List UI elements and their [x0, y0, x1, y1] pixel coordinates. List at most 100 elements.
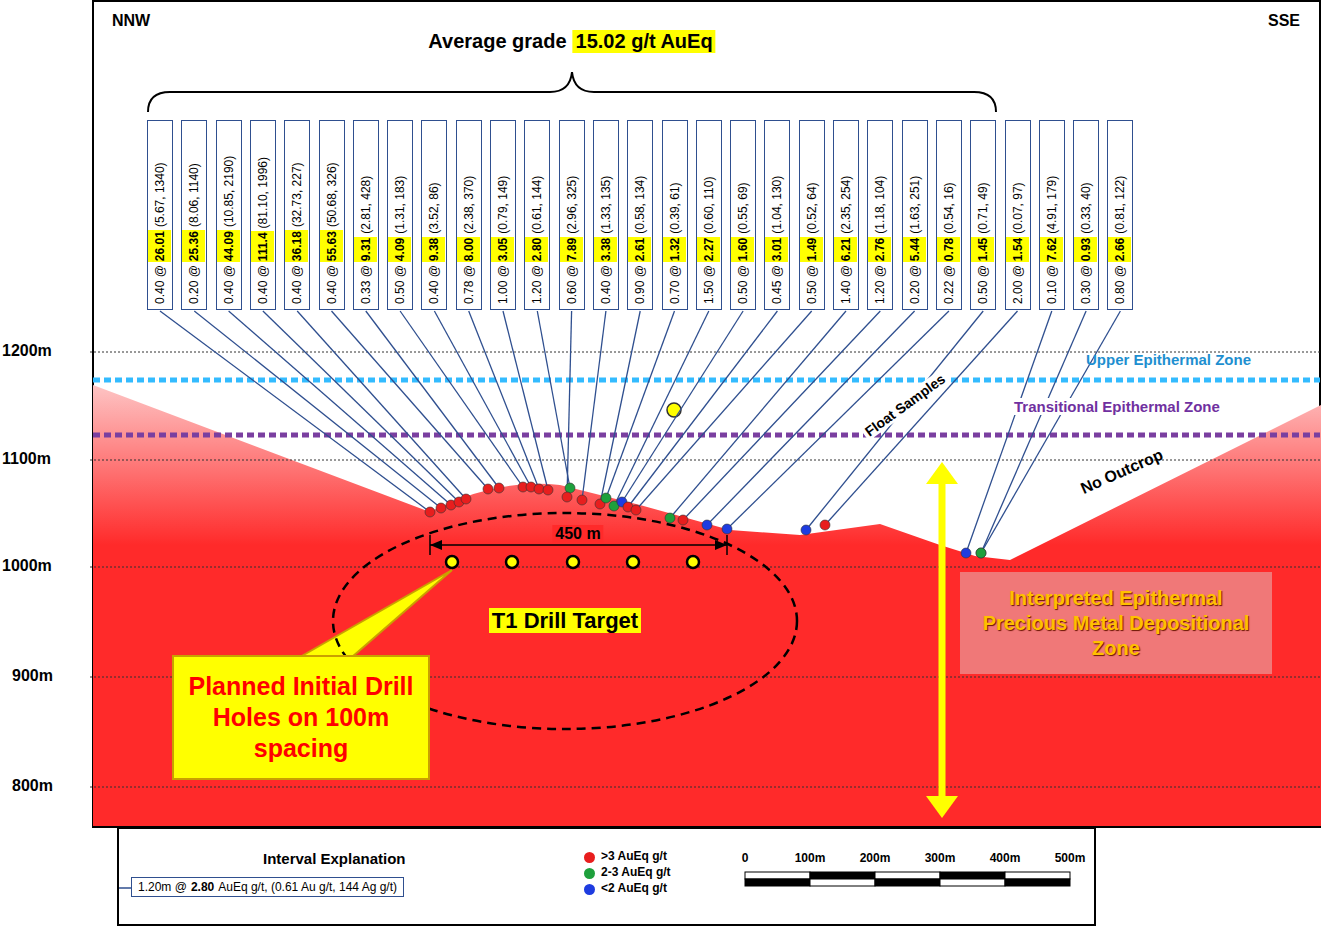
grade-text: 0.40 @ — [427, 265, 441, 304]
leader-line — [263, 311, 459, 502]
legend-swatch — [584, 852, 595, 863]
grade-text: (1.18, 104) — [873, 176, 887, 234]
callout-box: Planned Initial Drill Holes on 100m spac… — [172, 655, 430, 780]
label: 400m — [990, 852, 1021, 866]
grade-text: (32.73, 227) — [290, 162, 304, 227]
legend-row: 2-3 AuEq g/t — [584, 865, 671, 881]
grade-box: 0.50 @1.45(0.71, 49) — [970, 120, 996, 310]
grade-text-row: 0.40 @111.4(81.10, 1996) — [251, 121, 274, 308]
grade-value: 2.66 — [1108, 237, 1131, 262]
legend-text: <2 AuEq g/t — [601, 882, 667, 896]
grade-value: 2.76 — [868, 237, 891, 262]
label: SSE — [1268, 12, 1300, 30]
node-text-part: Interpreted Epithermal Precious Metal De… — [983, 587, 1250, 659]
grade-text: 0.40 @ — [290, 265, 304, 304]
sample-dot — [494, 483, 504, 493]
leader-line — [825, 311, 1018, 525]
grade-text: (0.81, 122) — [1113, 176, 1127, 234]
float-sample-dot — [667, 403, 681, 417]
legend: >3 AuEq g/t2-3 AuEq g/t<2 AuEq g/t — [584, 849, 671, 897]
sample-dot — [702, 520, 712, 530]
grade-text: (2.96, 325) — [564, 176, 578, 234]
grade-text-row: 0.33 @9.31(2.81, 428) — [354, 121, 377, 308]
sample-dot — [543, 485, 553, 495]
grade-value: 3.01 — [765, 237, 788, 262]
sample-dot — [678, 515, 688, 525]
grade-box: 1.00 @3.05(0.79, 149) — [490, 120, 516, 310]
grade-text: 0.40 @ — [598, 265, 612, 304]
grade-box: 0.70 @1.32(0.39, 61) — [662, 120, 688, 310]
label: 800m — [12, 777, 53, 795]
grade-text: 0.78 @ — [461, 265, 475, 304]
grade-value: 1.45 — [971, 237, 994, 262]
grade-text: (0.39, 61) — [667, 182, 681, 233]
grade-box: 0.40 @36.18(32.73, 227) — [284, 120, 310, 310]
grade-box: 2.00 @1.54(0.07, 97) — [1005, 120, 1031, 310]
label: 1100m — [2, 450, 51, 468]
grade-box: 1.20 @2.80(0.61, 144) — [524, 120, 550, 310]
grade-text: 0.30 @ — [1079, 265, 1093, 304]
grade-text-row: 0.40 @36.18(32.73, 227) — [285, 121, 308, 308]
title-row: Average grade15.02 g/t AuEq — [428, 30, 715, 53]
elevation-lines — [90, 352, 1320, 787]
sample-dot — [565, 483, 575, 493]
label: Float Samples — [859, 369, 950, 441]
label: 900m — [12, 667, 53, 685]
sample-dot — [665, 513, 675, 523]
leader-line — [582, 311, 606, 500]
grade-value: 0.78 — [937, 237, 960, 262]
grade-value: 6.21 — [834, 237, 857, 262]
grade-text: 0.50 @ — [736, 265, 750, 304]
grade-text-row: 0.50 @4.09(1.31, 183) — [388, 121, 411, 308]
grade-text-row: 0.70 @1.32(0.39, 61) — [663, 121, 686, 308]
grade-box: 0.45 @3.01(1.04, 130) — [764, 120, 790, 310]
label: 500m — [1055, 852, 1086, 866]
grade-text: 0.40 @ — [255, 265, 269, 304]
depth-arrow — [926, 462, 958, 818]
grade-text-row: 1.40 @6.21(2.35, 254) — [834, 121, 857, 308]
sample-dot — [577, 495, 587, 505]
grade-value: 5.44 — [903, 237, 926, 262]
grade-text: (0.71, 49) — [976, 182, 990, 233]
interval-example-box: 1.20m @ 2.80 AuEq g/t, (0.61 Au g/t, 144 A… — [131, 877, 404, 897]
grade-text-row: 0.10 @7.62(4.91, 179) — [1040, 121, 1063, 308]
label: 1200m — [2, 342, 52, 360]
grade-box: 1.40 @6.21(2.35, 254) — [833, 120, 859, 310]
node-text-part: 2.80 — [191, 880, 214, 894]
legend-swatch — [584, 868, 595, 879]
leader-line — [503, 311, 548, 490]
node-text-part: 1.20m @ — [138, 880, 187, 894]
grade-text: (1.31, 183) — [393, 176, 407, 234]
grade-value: 4.09 — [388, 237, 411, 262]
callout-pointer — [300, 570, 452, 657]
grade-box: 0.40 @3.38(1.33, 135) — [593, 120, 619, 310]
grade-box: 0.22 @0.78(0.54, 16) — [936, 120, 962, 310]
legend-row: >3 AuEq g/t — [584, 849, 671, 865]
grade-text: (3.52, 86) — [427, 182, 441, 233]
grade-text: (81.10, 1996) — [255, 157, 269, 228]
leader-line — [727, 311, 949, 529]
grade-text: 0.60 @ — [564, 265, 578, 304]
leader-line — [400, 311, 523, 487]
grade-value: 9.38 — [422, 237, 445, 262]
grade-text-row: 1.00 @3.05(0.79, 149) — [491, 121, 514, 308]
grade-text-row: 0.40 @ 9.38 (3.52, 86) — [422, 121, 445, 308]
leader-line — [434, 311, 531, 487]
grade-text: (2.35, 254) — [839, 176, 853, 234]
grade-text: (5.67, 1340) — [153, 162, 167, 227]
grade-text: (10.85, 2190) — [221, 156, 235, 227]
grade-value: 1.32 — [663, 237, 686, 262]
grade-value: 44.09 — [217, 230, 240, 262]
legend-sample-line — [119, 887, 131, 889]
node-text-part: AuEq g/t, (0.61 Au g/t, 144 Ag g/t) — [218, 880, 397, 894]
node-text: Planned Initial Drill Holes on 100m spac… — [178, 671, 424, 765]
grade-box: 0.40 @55.63(50.68, 326) — [319, 120, 345, 310]
leader-lines — [160, 311, 1120, 558]
label: 200m — [860, 852, 891, 866]
leader-line — [966, 311, 1052, 553]
label: Transitional Epithermal Zone — [1012, 398, 1222, 415]
node-text-part: T1 Drill Target — [489, 608, 641, 633]
sample-dot — [436, 503, 446, 513]
grade-text-row: 0.45 @3.01(1.04, 130) — [765, 121, 788, 308]
